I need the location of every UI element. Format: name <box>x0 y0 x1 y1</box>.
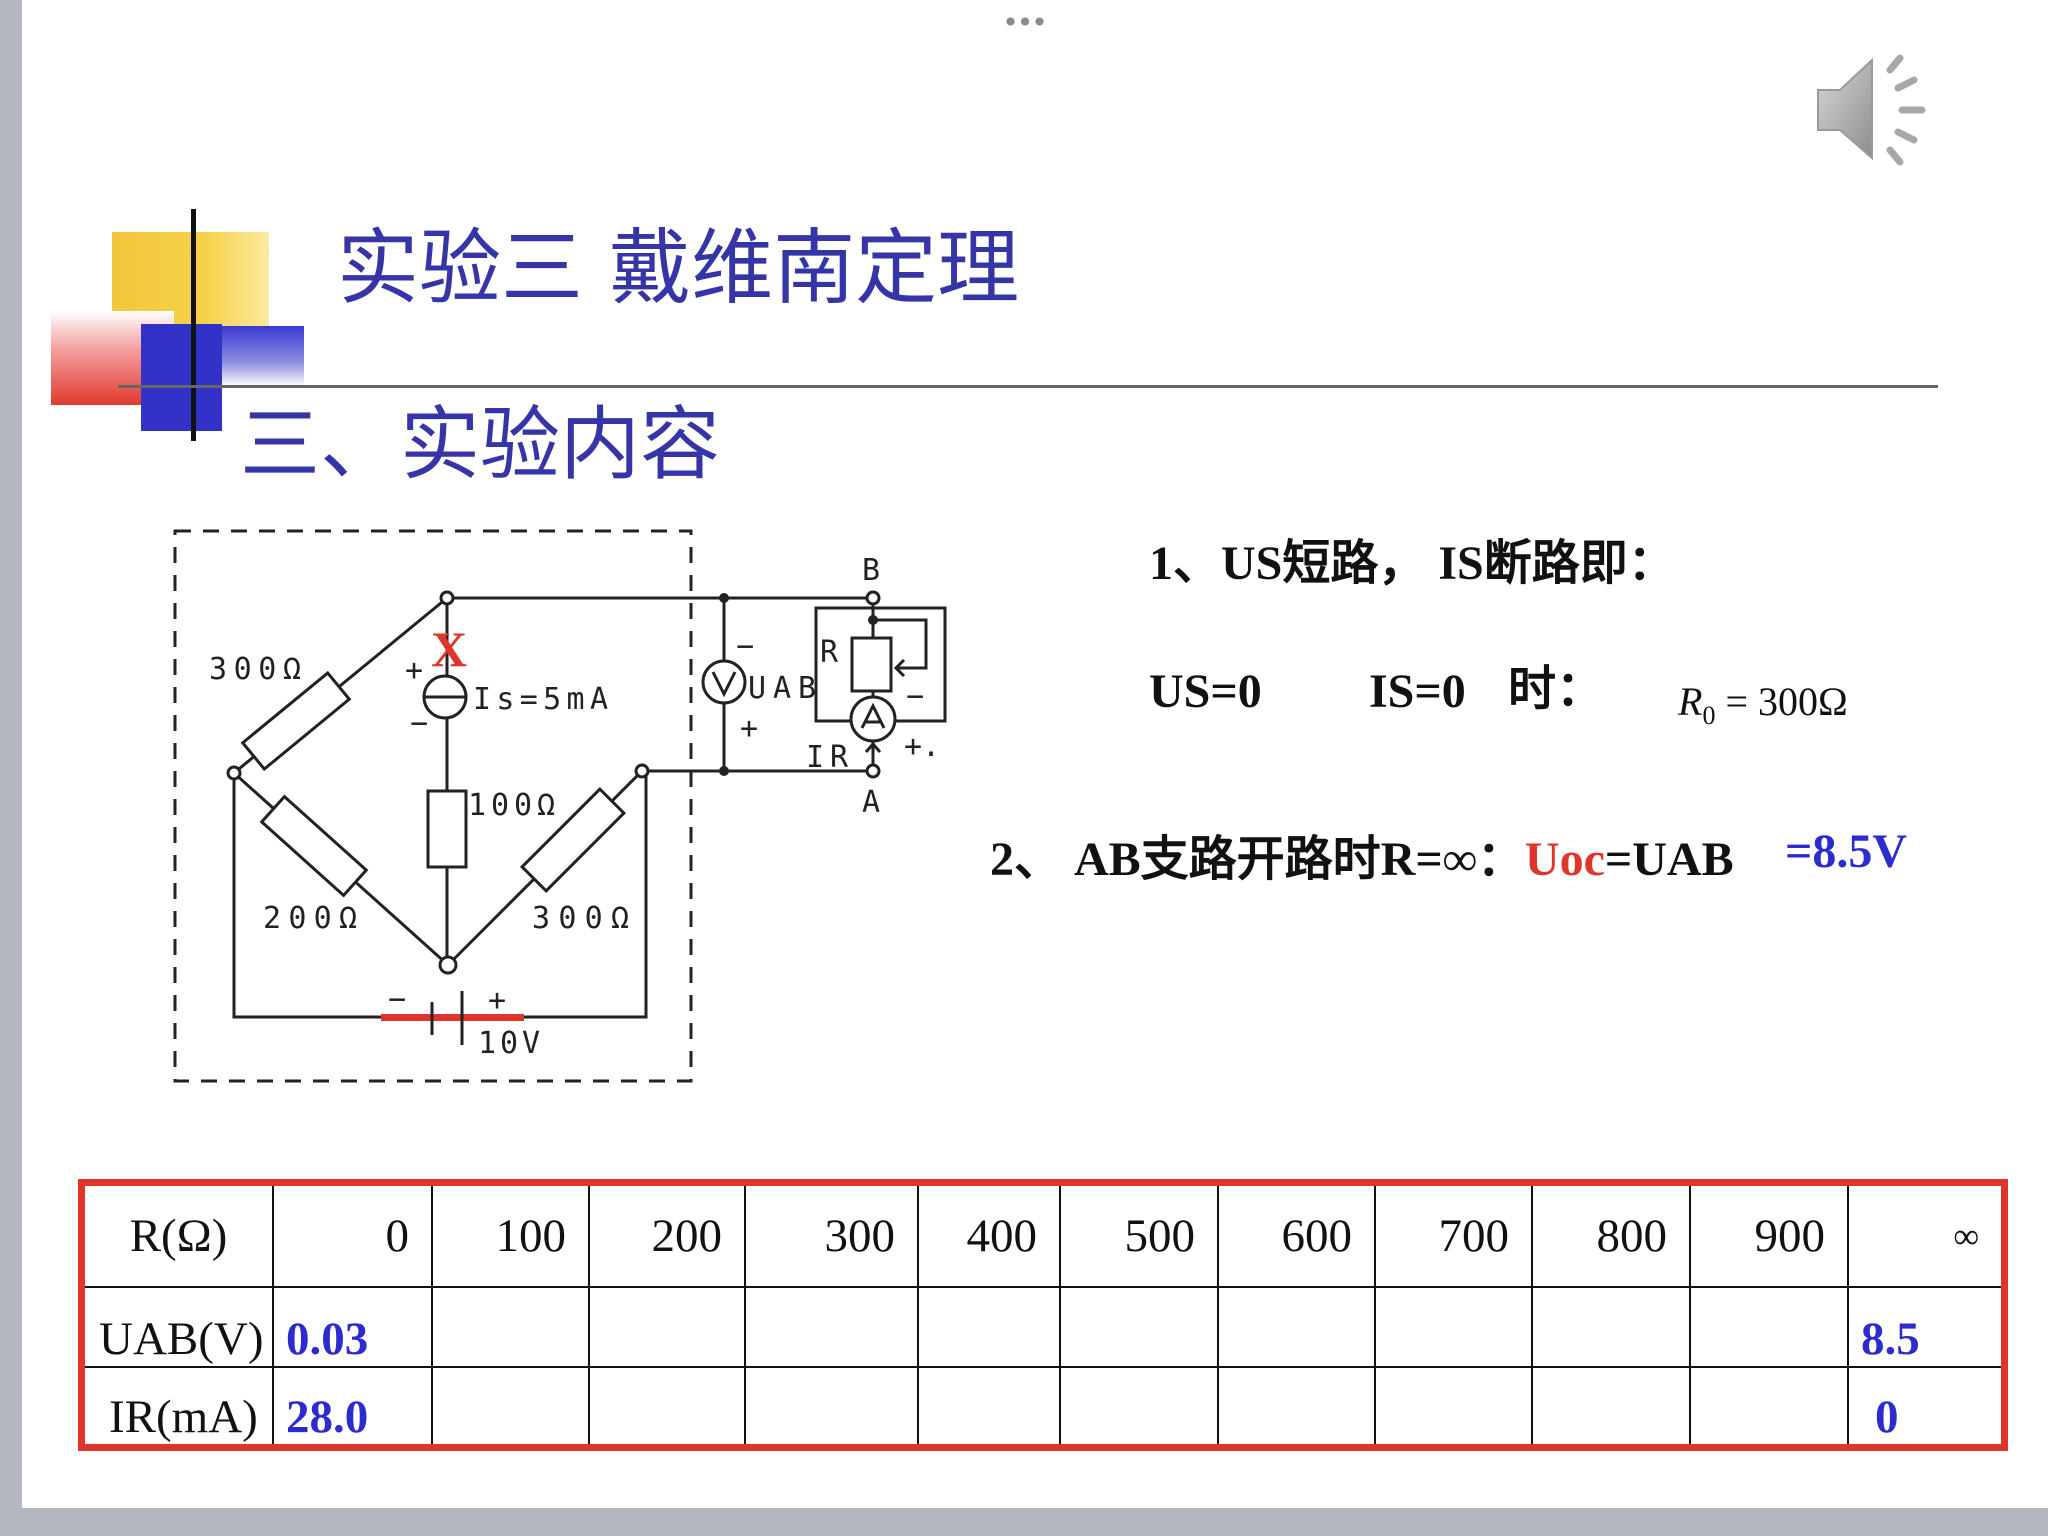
note-uoc-value: =8.5V <box>1785 825 1908 878</box>
label-ammeter-minus: − <box>906 679 924 714</box>
label-battery: 10V <box>478 1026 540 1061</box>
table-cell[interactable] <box>431 1366 590 1444</box>
node-left <box>226 765 242 781</box>
table-cell[interactable] <box>1374 1286 1533 1368</box>
note-us0: US=0 <box>1149 665 1262 718</box>
more-dots-icon[interactable]: ••• <box>1002 6 1048 39</box>
note-is0: IS=0 <box>1369 665 1466 718</box>
table-cell[interactable]: 28.0 <box>272 1366 433 1444</box>
table-cell[interactable] <box>1217 1286 1376 1368</box>
decor-blue-gradient-square <box>222 326 304 386</box>
speaker-sound-icon[interactable] <box>1810 48 1950 178</box>
table-cell[interactable] <box>588 1366 746 1444</box>
decor-vertical-line <box>191 209 196 441</box>
section-heading: 三、实验内容 <box>240 398 720 491</box>
header-cell: 600 <box>1217 1186 1376 1288</box>
label-r-middle: 100Ω <box>468 788 555 823</box>
note-line-2-prefix: 2、 AB支路开路时R=∞： <box>990 833 1525 886</box>
node-right <box>634 763 650 779</box>
label-source-minus: − <box>410 706 428 741</box>
header-cell: 200 <box>588 1186 746 1288</box>
table-cell[interactable] <box>917 1366 1061 1444</box>
resistor-300-right <box>519 786 627 894</box>
resistor-100 <box>426 789 468 869</box>
ammeter-icon <box>849 695 897 743</box>
header-cell: R(Ω) <box>85 1186 274 1288</box>
table-cell[interactable]: 8.5 <box>1847 1286 2001 1368</box>
table-cell[interactable] <box>588 1286 746 1368</box>
table-cell[interactable] <box>1689 1286 1849 1368</box>
dashed-network-box <box>173 529 693 1083</box>
node-bottom <box>438 955 458 975</box>
table-cell[interactable]: 0 <box>1847 1366 2001 1444</box>
note-shi: 时： <box>1508 663 1605 716</box>
r0-subscript: 0 <box>1702 701 1716 730</box>
label-voltmeter-minus: − <box>736 629 754 664</box>
table-cell[interactable] <box>431 1286 590 1368</box>
label-battery-minus: − <box>388 982 406 1017</box>
decor-yellow-square <box>112 232 269 326</box>
table-cell[interactable] <box>1689 1366 1849 1444</box>
note-uab: =UAB <box>1604 833 1734 886</box>
r0-symbol: R <box>1678 679 1703 724</box>
header-cell: 100 <box>431 1186 590 1288</box>
header-cell: 800 <box>1531 1186 1691 1288</box>
note-line-1: 1、US短路， IS断路即： <box>1149 537 1676 590</box>
resistor-300-left <box>240 670 352 772</box>
header-cell: 900 <box>1689 1186 1849 1288</box>
row-label: IR(mA) <box>85 1366 274 1444</box>
table-cell[interactable] <box>1059 1286 1219 1368</box>
short-circuit-marker <box>381 1014 524 1021</box>
row-label: UAB(V) <box>85 1286 274 1368</box>
open-circuit-x-mark: X <box>431 621 467 677</box>
label-ammeter-plus: +. <box>904 729 940 764</box>
table-header-row: R(Ω) 0 100 200 300 400 500 600 700 800 9… <box>85 1186 2001 1288</box>
left-window-edge <box>0 0 22 1536</box>
label-resistor: R <box>820 635 839 670</box>
voltmeter-icon <box>701 659 747 705</box>
table-cell[interactable] <box>1531 1366 1691 1444</box>
title-underline <box>118 385 1938 388</box>
r0-equation: R0 = 300Ω <box>1678 682 1848 729</box>
note-line-2: 2、 AB支路开路时R=∞：Uoc=UAB <box>990 836 1734 884</box>
header-cell: 300 <box>744 1186 919 1288</box>
header-cell: ∞ <box>1847 1186 2001 1288</box>
table-row-uab: UAB(V) 0.03 8.5 <box>85 1286 2001 1368</box>
table-cell[interactable] <box>744 1366 919 1444</box>
table-cell[interactable] <box>1374 1366 1533 1444</box>
measurement-table: R(Ω) 0 100 200 300 400 500 600 700 800 9… <box>78 1179 2008 1451</box>
table-row-ir: IR(mA) 28.0 0 <box>85 1366 2001 1444</box>
header-cell: 0 <box>272 1186 433 1288</box>
table-cell[interactable] <box>917 1286 1061 1368</box>
table-cell[interactable] <box>1059 1366 1219 1444</box>
table-cell[interactable] <box>744 1286 919 1368</box>
resistor-200 <box>259 794 369 898</box>
header-cell: 500 <box>1059 1186 1219 1288</box>
label-node-a: A <box>862 785 880 820</box>
node-top <box>439 590 455 606</box>
label-voltmeter-plus: + <box>740 711 758 746</box>
decor-blue-square <box>141 324 222 431</box>
table-cell[interactable] <box>1217 1366 1376 1444</box>
r0-value: = 300Ω <box>1715 679 1848 724</box>
table-cell[interactable]: 0.03 <box>272 1286 433 1368</box>
label-voltmeter: UAB <box>748 671 816 706</box>
table-cell[interactable] <box>1531 1286 1691 1368</box>
header-cell: 400 <box>917 1186 1061 1288</box>
label-node-b: B <box>862 553 880 588</box>
header-cell: 700 <box>1374 1186 1533 1288</box>
label-r-bottom-right: 300Ω <box>532 901 629 936</box>
note-uoc: Uoc <box>1524 833 1605 886</box>
label-source: Is=5mA <box>473 682 608 717</box>
slide-title: 实验三 戴维南定理 <box>337 221 1020 316</box>
label-battery-plus: + <box>488 983 506 1018</box>
variable-resistor-icon <box>850 636 893 693</box>
label-source-plus: + <box>405 653 423 688</box>
label-r-bottom-left: 200Ω <box>263 901 357 936</box>
terminal-b <box>865 590 881 606</box>
label-r-top-left: 300Ω <box>209 652 301 687</box>
terminal-a <box>865 763 881 779</box>
bottom-window-edge <box>0 1508 2048 1536</box>
